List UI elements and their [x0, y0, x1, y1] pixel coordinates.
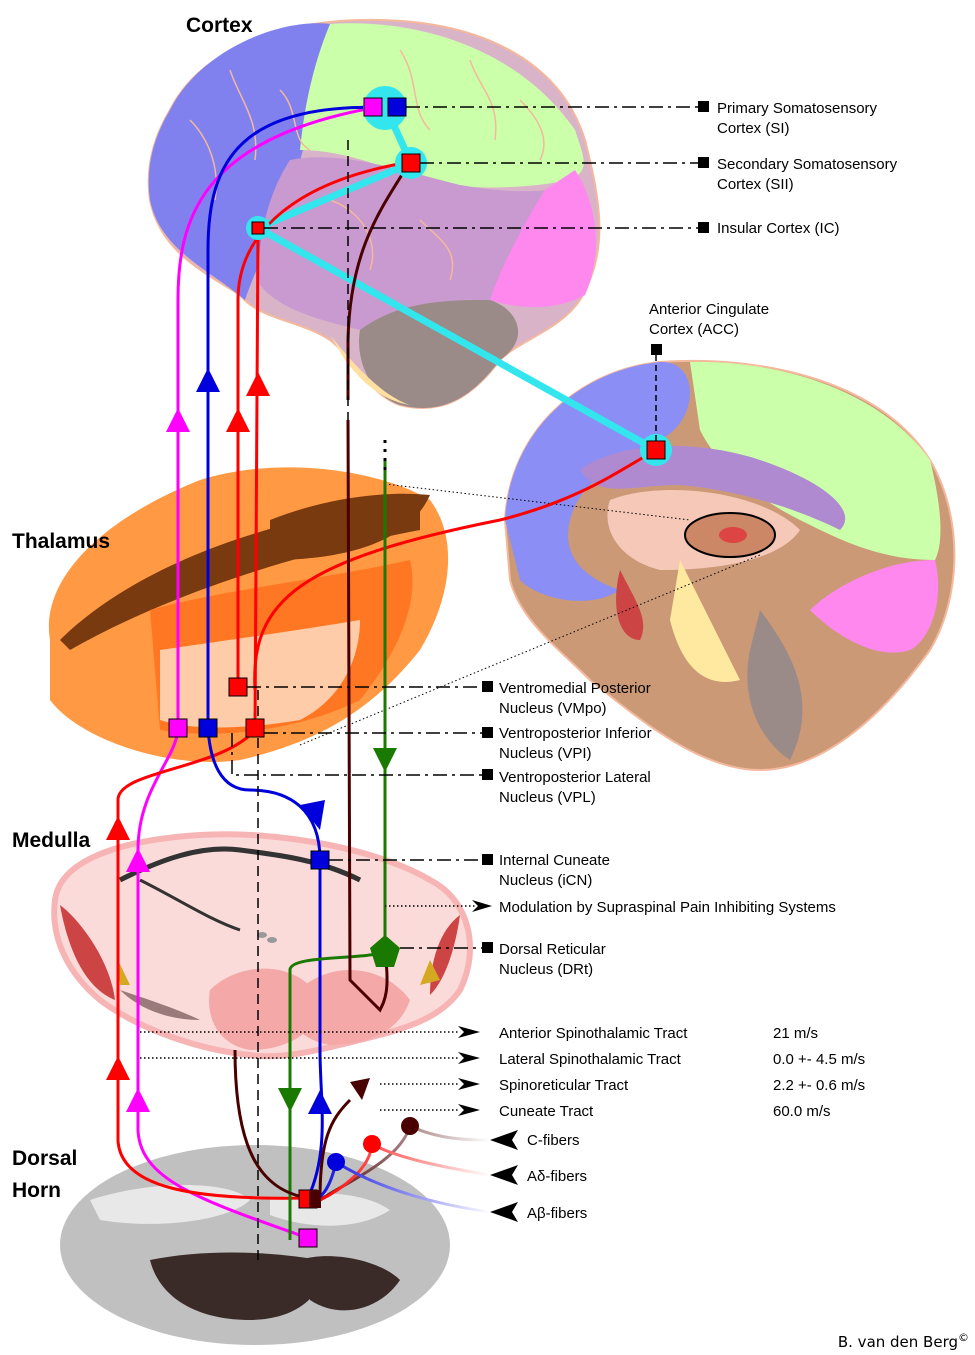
si-label-line2: Cortex (SI) [717, 120, 790, 137]
modulation-label: Modulation by Supraspinal Pain Inhibitin… [499, 899, 836, 916]
copyright-mark: © [958, 1331, 969, 1344]
vpi-label-line1: Ventroposterior Inferior [499, 725, 652, 742]
tract-speed-lateral-spinothalamic: 0.0 +- 4.5 m/s [773, 1051, 865, 1068]
tract-name-lateral-spinothalamic: Lateral Spinothalamic Tract [499, 1051, 682, 1068]
dorsal-horn-region-label-line1: Dorsal [12, 1147, 77, 1170]
a-delta-fibers-label: Aδ-fibers [527, 1168, 587, 1185]
tract-speed-anterior-spinothalamic: 21 m/s [773, 1025, 818, 1042]
sii-label-line1: Secondary Somatosensory [717, 156, 898, 173]
thalamus-region-label: Thalamus [12, 530, 110, 553]
cortex-region-label: Cortex [186, 14, 253, 37]
vpl-label-line2: Nucleus (VPL) [499, 789, 596, 806]
vmpo-label-line1: Ventromedial Posterior [499, 680, 651, 697]
a-beta-fibers-label: Aβ-fibers [527, 1205, 587, 1222]
tract-name-anterior-spinothalamic: Anterior Spinothalamic Tract [499, 1025, 688, 1042]
tract-name-spinoreticular: Spinoreticular Tract [499, 1077, 629, 1094]
sii-label-line2: Cortex (SII) [717, 176, 794, 193]
drt-label-line2: Nucleus (DRt) [499, 961, 593, 978]
vpi-label-line2: Nucleus (VPI) [499, 745, 592, 762]
vmpo-label-line2: Nucleus (VMpo) [499, 700, 607, 717]
ic-label: Insular Cortex (IC) [717, 220, 840, 237]
tract-speed-spinoreticular: 2.2 +- 0.6 m/s [773, 1077, 865, 1094]
thalamus-illustration [49, 467, 448, 762]
acc-label-line2: Cortex (ACC) [649, 321, 739, 338]
author-credit: B. van den Berg© [838, 1331, 969, 1351]
tract-speed-cuneate: 60.0 m/s [773, 1103, 831, 1120]
author-name: B. van den Berg [838, 1333, 958, 1351]
medulla-region-label: Medulla [12, 829, 90, 852]
icn-label-line2: Nucleus (iCN) [499, 872, 592, 889]
vpl-label-line1: Ventroposterior Lateral [499, 769, 651, 786]
drt-label-line1: Dorsal Reticular [499, 941, 606, 958]
dorsal-horn-region-label-line2: Horn [12, 1179, 61, 1202]
acc-label-line1: Anterior Cingulate [649, 301, 769, 318]
tract-name-cuneate: Cuneate Tract [499, 1103, 594, 1120]
c-fibers-label: C-fibers [527, 1132, 580, 1149]
si-label-line1: Primary Somatosensory [717, 100, 878, 117]
dorsal-horn-illustration [60, 1145, 450, 1345]
icn-label-line1: Internal Cuneate [499, 852, 610, 869]
lateral-cortex-illustration [149, 20, 600, 408]
